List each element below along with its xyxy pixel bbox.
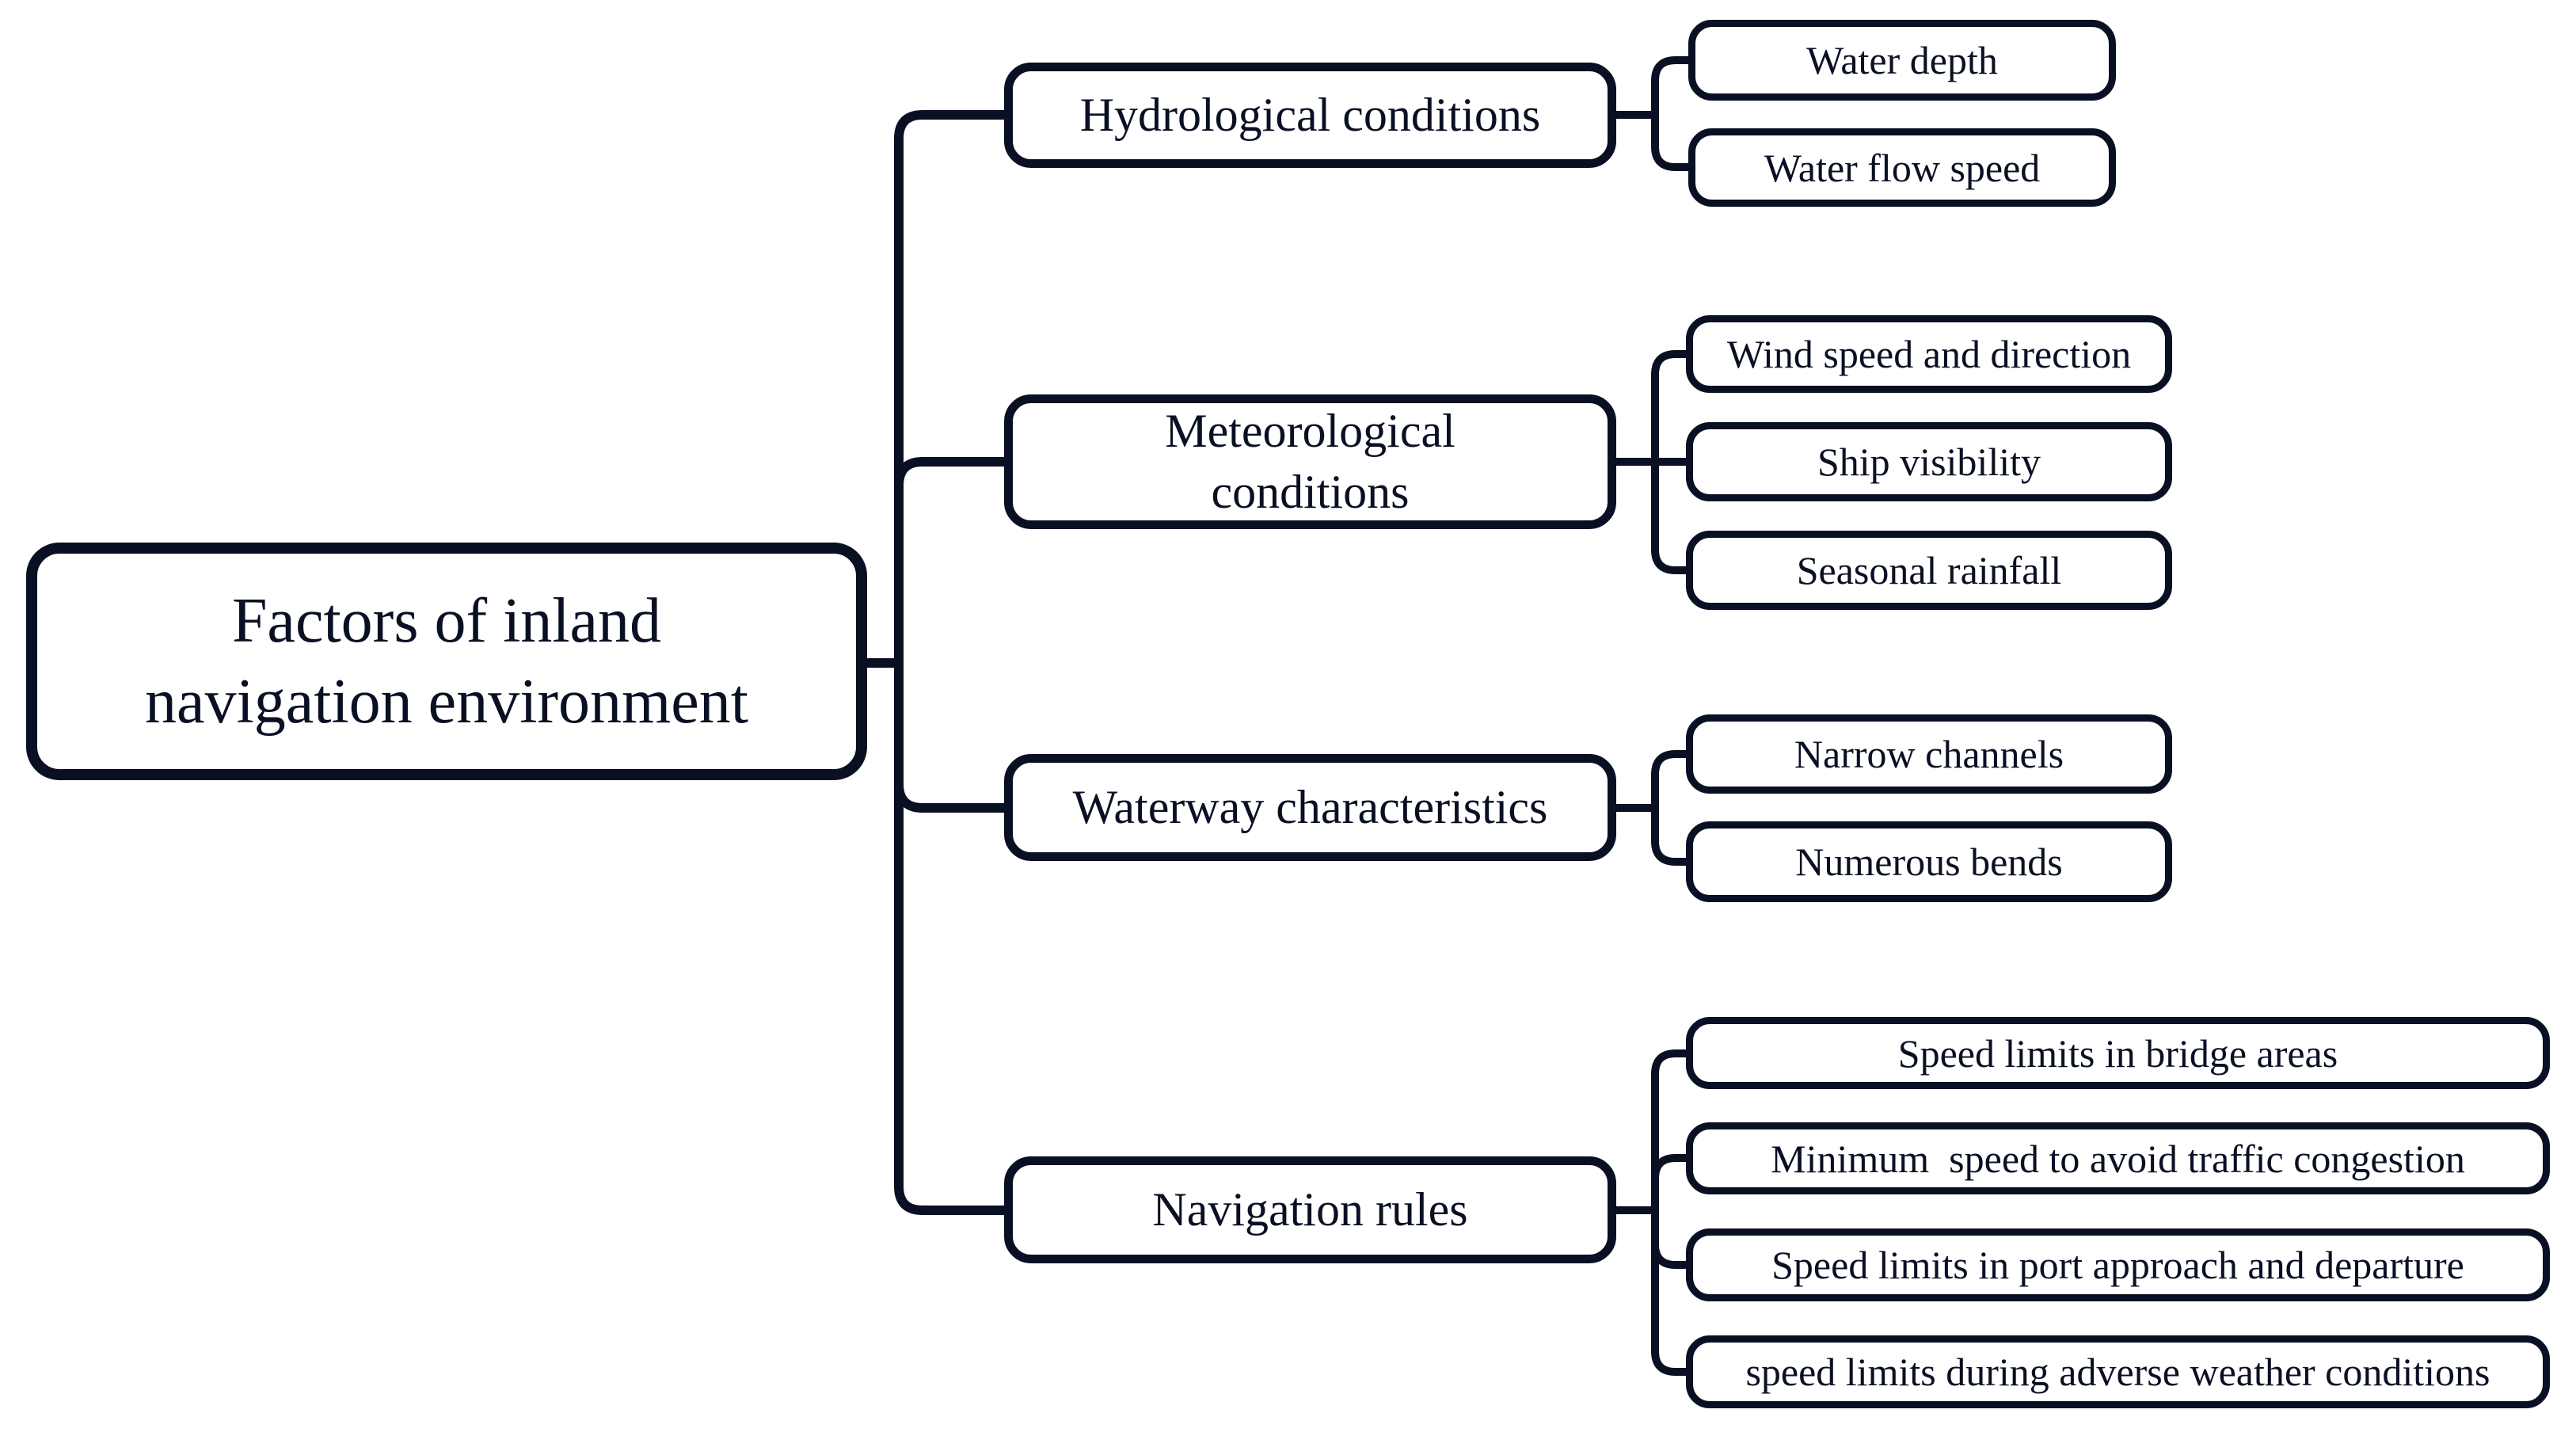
leaf-node-water-flow-speed: Water flow speed <box>1688 128 2116 207</box>
leaf-node-minimum-speed-to-avoid-traffic-congestion: Minimum speed to avoid traffic congestio… <box>1686 1122 2550 1194</box>
branch-node-navigation-rules: Navigation rules <box>1004 1156 1616 1263</box>
leaf-node-speed-limits-during-adverse-weather-conditions: speed limits during adverse weather cond… <box>1686 1335 2550 1408</box>
branch-node-hydrological-conditions: Hydrological conditions <box>1004 63 1616 168</box>
leaf-node-numerous-bends: Numerous bends <box>1686 821 2172 902</box>
leaf-node-water-depth: Water depth <box>1688 20 2116 101</box>
leaf-node-speed-limits-in-port-approach-and-departure: Speed limits in port approach and depart… <box>1686 1228 2550 1301</box>
leaf-node-seasonal-rainfall: Seasonal rainfall <box>1686 531 2172 610</box>
leaf-node-ship-visibility: Ship visibility <box>1686 422 2172 501</box>
branch-node-meteorological-conditions: Meteorological conditions <box>1004 394 1616 529</box>
leaf-node-narrow-channels: Narrow channels <box>1686 714 2172 794</box>
branch-node-waterway-characteristics: Waterway characteristics <box>1004 754 1616 861</box>
leaf-node-speed-limits-in-bridge-areas: Speed limits in bridge areas <box>1686 1017 2550 1089</box>
root-node-factors-of-inland-navigation-environment: Factors of inland navigation environment <box>26 543 867 780</box>
leaf-node-wind-speed-and-direction: Wind speed and direction <box>1686 315 2172 393</box>
